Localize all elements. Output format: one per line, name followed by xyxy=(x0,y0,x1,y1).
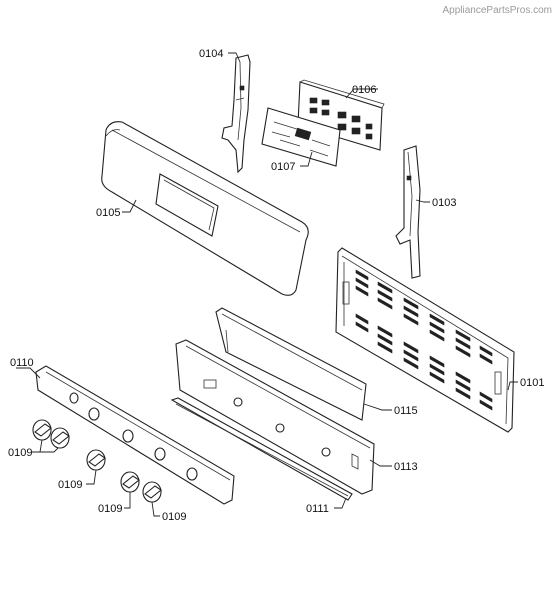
part-0105-backguard[interactable] xyxy=(101,121,309,296)
label-0109: 0109 xyxy=(98,503,122,515)
part-0109-knob[interactable] xyxy=(86,449,106,471)
rear-panel-vents xyxy=(355,269,493,411)
part-0104-bracket[interactable] xyxy=(221,54,251,174)
part-0109-knob[interactable] xyxy=(32,419,52,441)
part-0106-control-board[interactable] xyxy=(297,79,385,151)
label-0110: 0110 xyxy=(10,357,34,369)
label-0109: 0109 xyxy=(8,447,32,459)
label-0109: 0109 xyxy=(162,511,186,523)
part-0113-panel-backing[interactable] xyxy=(175,339,375,495)
label-0109: 0109 xyxy=(58,479,82,491)
part-0109-knob[interactable] xyxy=(50,427,70,449)
label-0103: 0103 xyxy=(432,197,456,209)
part-0103-bracket[interactable] xyxy=(395,145,421,279)
part-0109-knob[interactable] xyxy=(120,471,140,493)
watermark: AppliancePartsPros.com xyxy=(443,5,553,16)
label-0106: 0106 xyxy=(352,84,376,96)
leader-lines xyxy=(16,52,518,517)
label-0107: 0107 xyxy=(271,161,295,173)
part-0101-rear-panel[interactable] xyxy=(335,247,515,433)
label-0105: 0105 xyxy=(96,207,120,219)
label-0104: 0104 xyxy=(199,48,223,60)
label-0111: 0111 xyxy=(306,503,329,515)
label-0115: 0115 xyxy=(394,405,418,417)
part-0110-control-panel[interactable] xyxy=(35,365,235,505)
part-0111-trim-rail[interactable] xyxy=(170,397,353,501)
part-0109-knob[interactable] xyxy=(142,481,162,503)
part-0107-overlay[interactable] xyxy=(261,107,341,167)
label-0101: 0101 xyxy=(520,377,544,389)
part-0115-shield[interactable] xyxy=(215,307,367,421)
label-0113: 0113 xyxy=(394,461,418,473)
